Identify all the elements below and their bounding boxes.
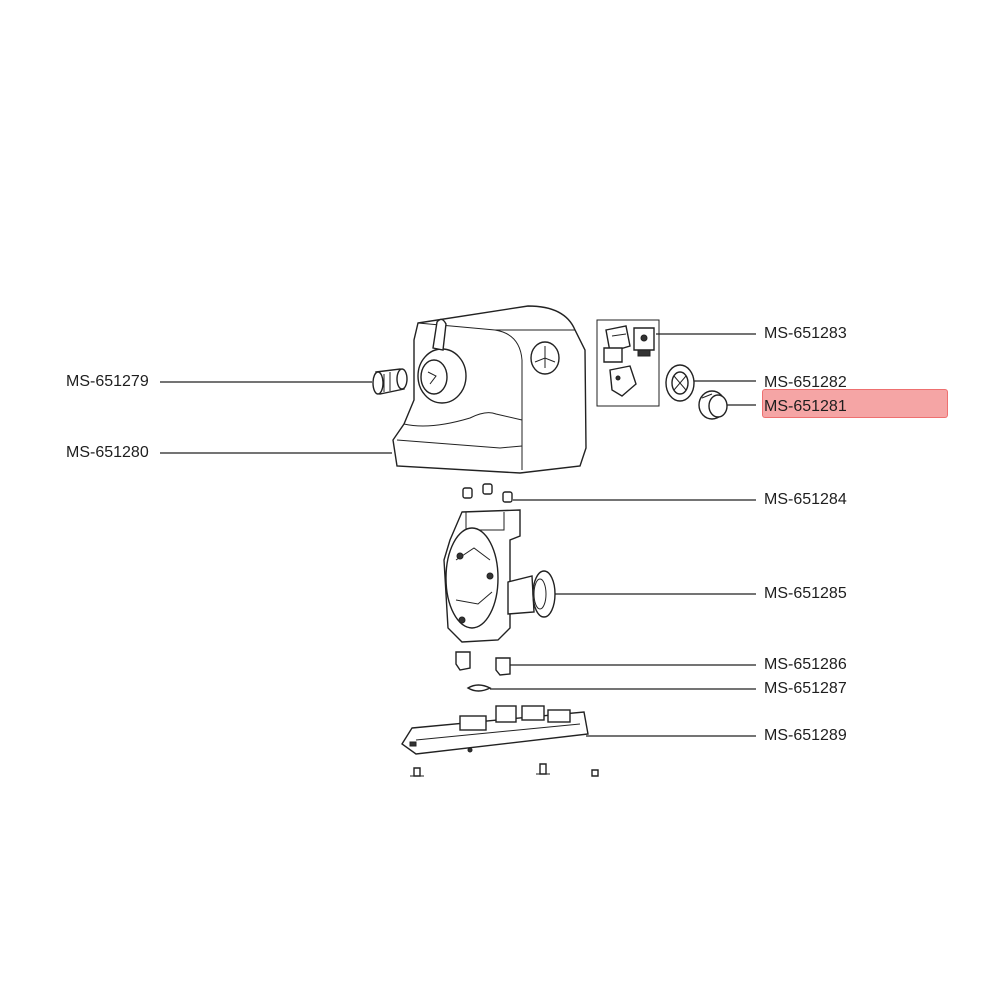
- part-label-ms-651285: MS-651285: [764, 585, 847, 602]
- spacer-parts: [462, 483, 513, 503]
- part-label-ms-651287: MS-651287: [764, 680, 847, 697]
- part-label-ms-651279: MS-651279: [66, 373, 149, 390]
- leader-lines: [160, 333, 756, 737]
- part-label-ms-651284: MS-651284: [764, 491, 847, 508]
- base-board-part: [401, 705, 589, 755]
- screw-parts: [410, 763, 599, 777]
- motor-gearbox-part: [443, 509, 556, 643]
- part-label-ms-651289: MS-651289: [764, 727, 847, 744]
- part-label-ms-651280: MS-651280: [66, 444, 149, 461]
- clip-part: [466, 684, 492, 692]
- bracket-parts: [455, 651, 511, 676]
- part-label-ms-651281: MS-651281: [764, 398, 847, 415]
- housing-part: [392, 305, 587, 474]
- part-highlight-ms-651281: [762, 389, 948, 418]
- nozzle-part: [372, 368, 408, 395]
- part-label-ms-651282: MS-651282: [764, 374, 847, 391]
- switch-assembly-part: [596, 319, 660, 407]
- knob-part: [698, 390, 728, 420]
- part-label-ms-651286: MS-651286: [764, 656, 847, 673]
- ring-part: [665, 364, 695, 402]
- part-label-ms-651283: MS-651283: [764, 325, 847, 342]
